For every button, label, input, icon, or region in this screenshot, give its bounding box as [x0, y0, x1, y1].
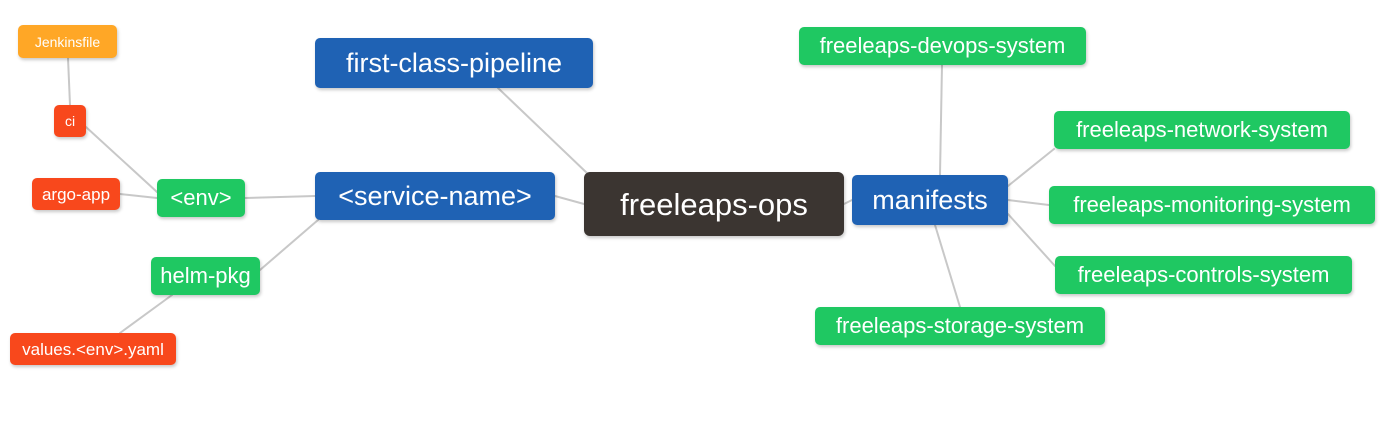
node-label: freeleaps-monitoring-system — [1073, 192, 1351, 217]
node-argo-app[interactable]: argo-app — [32, 178, 120, 210]
edge-ci-to-jenkinsfile — [67, 57, 71, 106]
node-label: freeleaps-devops-system — [819, 33, 1066, 58]
node-label: values.<env>.yaml — [22, 339, 164, 359]
edge-helm-pkg-to-values-yaml — [119, 294, 173, 334]
node-label: manifests — [872, 184, 988, 215]
node-freeleaps-storage-system[interactable]: freeleaps-storage-system — [815, 307, 1105, 345]
node-label: freeleaps-storage-system — [835, 313, 1085, 338]
edge-manifests-to-freeleaps-network-system — [1007, 148, 1055, 187]
node-first-class-pipeline[interactable]: first-class-pipeline — [315, 38, 593, 88]
edge-manifests-to-freeleaps-monitoring-system — [1007, 199, 1050, 206]
edge-root-to-service-name — [554, 195, 585, 205]
node-label: <env> — [170, 185, 232, 210]
node-values-yaml[interactable]: values.<env>.yaml — [10, 333, 176, 365]
node-root[interactable]: freeleaps-ops — [584, 172, 844, 236]
edge-root-to-first-class-pipeline — [497, 87, 589, 175]
node-jenkinsfile[interactable]: Jenkinsfile — [18, 25, 117, 58]
node-label: <service-name> — [338, 180, 532, 211]
node-label: freeleaps-ops — [620, 186, 808, 222]
edge-service-name-to-helm-pkg — [259, 219, 319, 271]
node-env[interactable]: <env> — [157, 179, 245, 217]
node-label: argo-app — [41, 184, 111, 204]
node-freeleaps-controls-system[interactable]: freeleaps-controls-system — [1055, 256, 1352, 294]
node-ci[interactable]: ci — [54, 105, 86, 137]
edge-manifests-to-freeleaps-controls-system — [1007, 213, 1056, 267]
edge-env-to-argo-app — [119, 193, 158, 199]
node-label: freeleaps-controls-system — [1077, 262, 1330, 287]
edge-root-to-manifests — [843, 199, 853, 205]
edge-manifests-to-freeleaps-storage-system — [934, 224, 961, 308]
node-label: Jenkinsfile — [34, 33, 101, 50]
node-label: ci — [64, 113, 76, 129]
node-manifests[interactable]: manifests — [852, 175, 1008, 225]
edge-manifests-to-freeleaps-devops-system — [939, 64, 943, 176]
node-freeleaps-devops-system[interactable]: freeleaps-devops-system — [799, 27, 1086, 65]
node-label: helm-pkg — [160, 263, 251, 288]
node-freeleaps-monitoring-system[interactable]: freeleaps-monitoring-system — [1049, 186, 1375, 224]
node-freeleaps-network-system[interactable]: freeleaps-network-system — [1054, 111, 1350, 149]
node-helm-pkg[interactable]: helm-pkg — [151, 257, 260, 295]
edge-service-name-to-env — [244, 195, 316, 199]
node-service-name[interactable]: <service-name> — [315, 172, 555, 220]
node-label: freeleaps-network-system — [1076, 117, 1328, 142]
node-label: first-class-pipeline — [345, 47, 563, 78]
